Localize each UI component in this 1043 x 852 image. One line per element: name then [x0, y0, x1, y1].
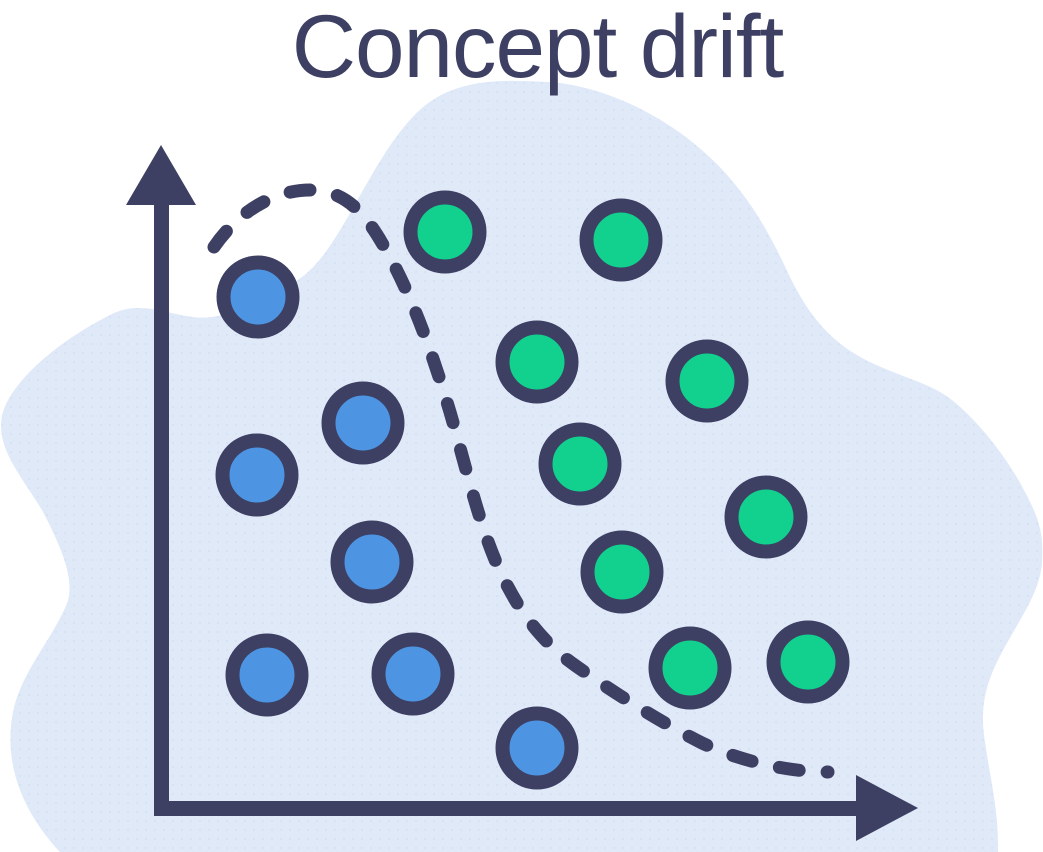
green-data-point — [579, 198, 663, 282]
green-data-point — [403, 190, 487, 274]
axes — [126, 145, 918, 841]
blue-data-point — [371, 632, 455, 716]
green-data-point — [766, 620, 850, 704]
green-class-points — [403, 190, 850, 710]
x-axis-line — [154, 801, 860, 816]
blue-data-point — [216, 255, 300, 339]
y-axis-line — [154, 196, 169, 816]
blue-class-points — [215, 255, 579, 790]
green-data-point — [648, 626, 732, 710]
blue-data-point — [330, 520, 414, 604]
blue-data-point — [225, 633, 309, 717]
page-title: Concept drift — [291, 0, 785, 96]
blue-data-point — [215, 433, 299, 517]
blue-data-point — [495, 706, 579, 790]
green-data-point — [665, 339, 749, 423]
green-data-point — [538, 422, 622, 506]
decision-boundary-curve — [207, 183, 835, 779]
green-data-point — [724, 475, 808, 559]
green-data-point — [495, 320, 579, 404]
blue-data-point — [321, 381, 405, 465]
green-data-point — [580, 530, 664, 614]
y-axis-arrowhead-icon — [126, 145, 196, 205]
x-axis-arrowhead-icon — [856, 775, 918, 841]
